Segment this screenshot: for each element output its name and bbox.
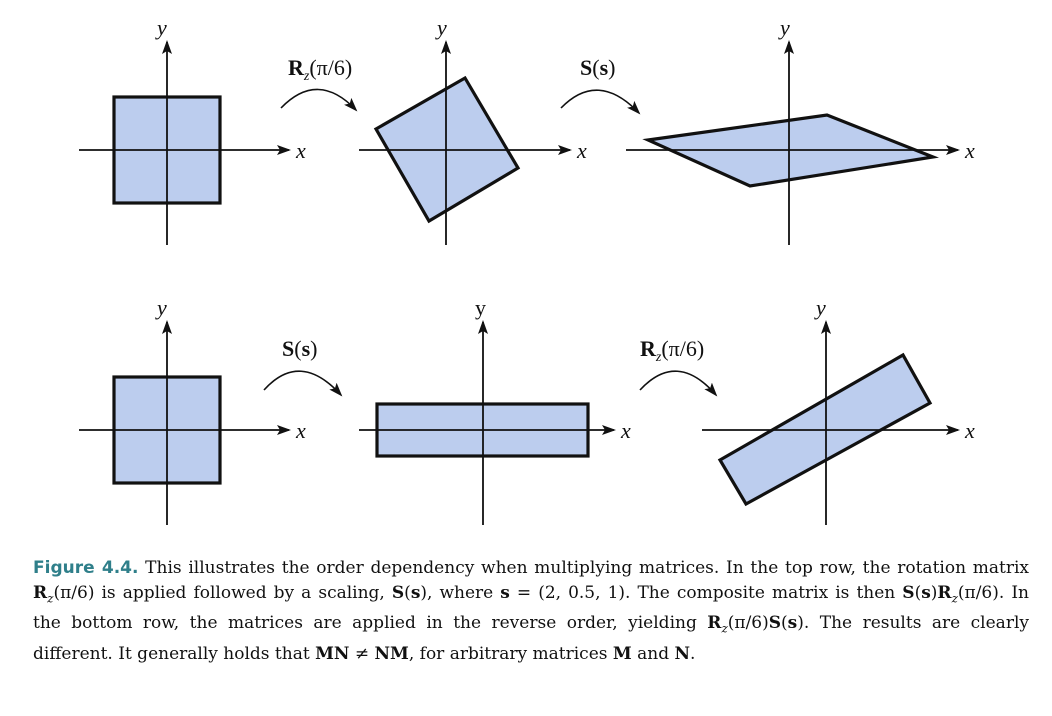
- math-argument: (π/6): [727, 613, 769, 634]
- figure-caption: Figure 4.4. This illustrates the order d…: [33, 556, 1029, 667]
- math-subscript: z: [47, 591, 54, 606]
- y-axis-label: y: [155, 295, 167, 320]
- bottom-panel-result: x y: [702, 295, 975, 525]
- math-paren: ): [797, 613, 804, 634]
- y-axis-label: y: [155, 15, 167, 40]
- curved-arrow: [263, 370, 343, 397]
- top-panel-result: x y: [626, 15, 975, 245]
- math-subscript: z: [721, 621, 728, 636]
- bottom-panel-scaled: x y: [359, 295, 631, 525]
- caption-text: This illustrates the order dependency wh…: [138, 558, 1029, 578]
- caption-text: . In the bottom row, the matrices are ap…: [33, 583, 1029, 634]
- scaling-label: S(s): [580, 55, 615, 80]
- caption-text: is applied followed by a scaling,: [94, 583, 392, 603]
- caption-text: . The results are clearly different. It …: [33, 613, 1029, 664]
- caption-text: = (2, 0.5, 1). The composite matrix is t…: [509, 583, 903, 603]
- math-paren: (: [914, 583, 922, 603]
- math-rotation: R: [937, 583, 952, 603]
- y-axis-label: y: [778, 15, 790, 40]
- rotation-label: Rz(π/6): [640, 336, 704, 365]
- x-axis-label: x: [576, 138, 587, 163]
- math-var: s: [921, 583, 931, 603]
- bottom-scaling-operator: S(s): [263, 336, 343, 397]
- top-panel-original: x y: [79, 15, 306, 245]
- top-panel-rotated: x y: [359, 15, 587, 245]
- y-axis-label: y: [814, 295, 826, 320]
- top-rotation-operator: Rz(π/6): [280, 55, 358, 112]
- math-subscript: z: [951, 591, 958, 606]
- caption-text: .: [690, 643, 696, 664]
- caption-text: , for arbitrary matrices: [408, 643, 613, 664]
- math-var: s: [787, 613, 798, 634]
- top-scaling-operator: S(s): [560, 55, 641, 115]
- caption-text: and: [631, 643, 675, 664]
- math-scaling: S: [902, 583, 915, 603]
- figure-label: Figure 4.4.: [33, 558, 139, 578]
- caption-text: ≠: [349, 643, 375, 664]
- math-N: N: [674, 643, 691, 664]
- math-NM: NM: [374, 643, 409, 664]
- x-axis-label: x: [964, 138, 975, 163]
- y-axis-label: y: [475, 295, 486, 320]
- y-axis-label: y: [435, 15, 447, 40]
- bottom-panel-original: x y: [79, 295, 306, 525]
- x-axis-label: x: [964, 418, 975, 443]
- math-rotation: R: [33, 583, 48, 603]
- curved-arrow: [560, 89, 641, 115]
- math-scaling: S: [391, 583, 405, 603]
- math-var: s: [410, 583, 421, 603]
- math-var: s: [500, 583, 510, 603]
- math-rotation: R: [707, 613, 722, 634]
- x-axis-label: x: [295, 418, 306, 443]
- math-argument: (π/6): [53, 583, 95, 603]
- math-M: M: [612, 643, 632, 664]
- math-paren: (: [781, 613, 788, 634]
- caption-text: , where: [427, 583, 501, 603]
- math-paren: ): [420, 583, 428, 603]
- math-paren: ): [930, 583, 938, 603]
- x-axis-label: x: [295, 138, 306, 163]
- transformation-figure: x y Rz(π/6) x y S(s) x y x y: [79, 15, 975, 525]
- math-argument: (π/6): [957, 583, 999, 603]
- x-axis-label: x: [620, 418, 631, 443]
- bottom-rotation-operator: Rz(π/6): [639, 336, 718, 397]
- math-paren: (: [404, 583, 411, 603]
- scaling-label: S(s): [282, 336, 317, 361]
- math-scaling: S: [768, 613, 782, 634]
- curved-arrow: [280, 88, 358, 112]
- rotation-label: Rz(π/6): [288, 55, 352, 84]
- curved-arrow: [639, 370, 718, 397]
- math-MN: MN: [315, 643, 350, 664]
